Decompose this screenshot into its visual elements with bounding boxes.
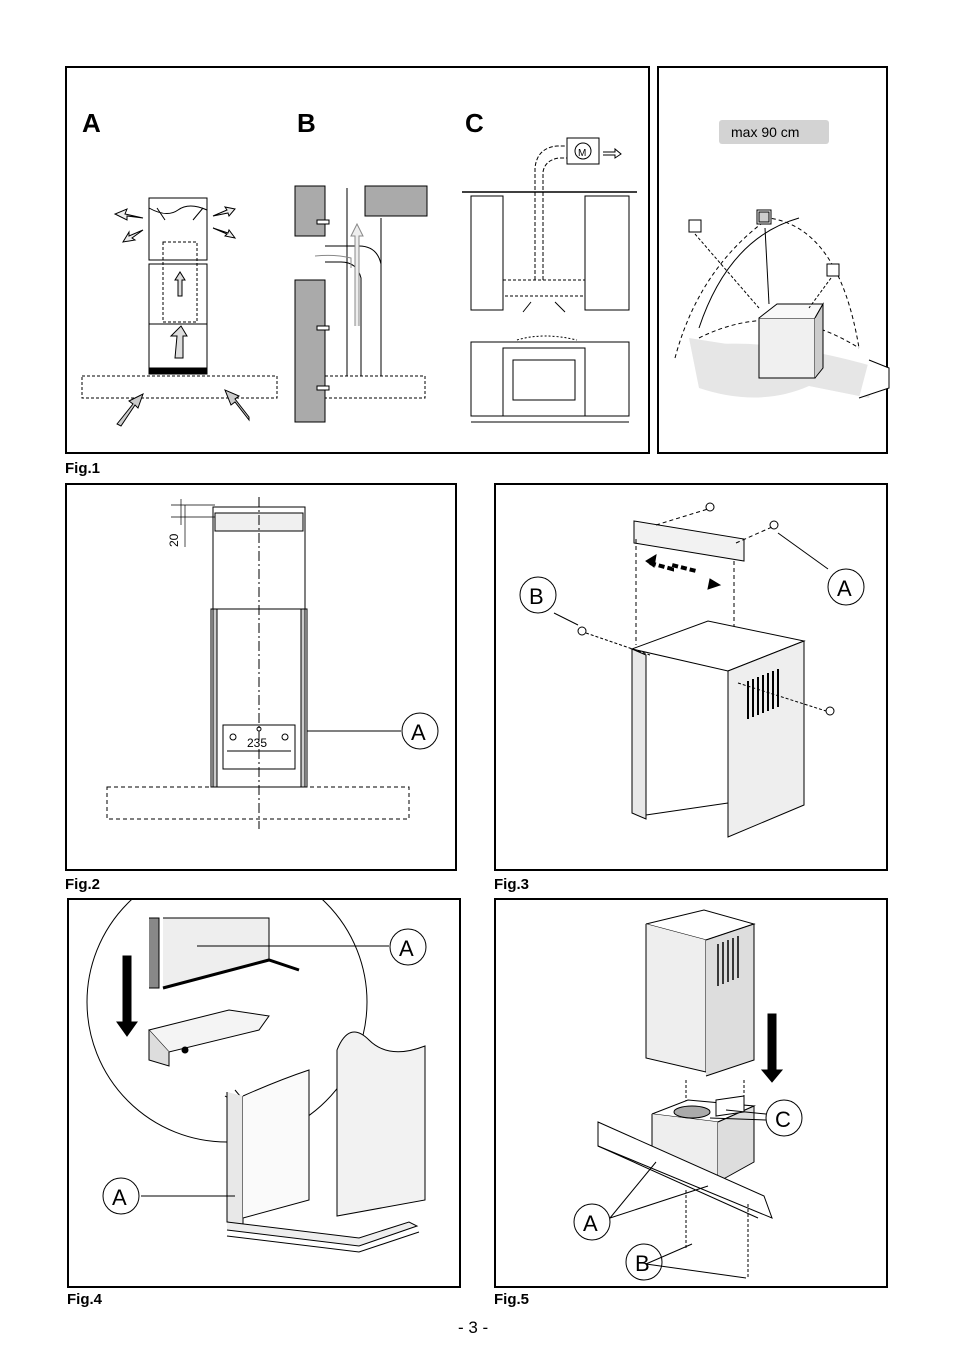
fig3-caption: Fig.3 bbox=[494, 876, 530, 893]
fig3-panel: A B bbox=[494, 483, 888, 871]
fig1-side-illustration: max 90 cm bbox=[674, 120, 890, 399]
fig2-illustration: 20 235 A bbox=[106, 497, 439, 829]
fig4-callout-bottom: A bbox=[112, 1185, 127, 1210]
fig3-callout-b: B bbox=[529, 584, 544, 609]
fig4-callout-top: A bbox=[399, 936, 414, 961]
fig4-panel: A A bbox=[67, 898, 461, 1288]
fig1-illustration: A B C bbox=[81, 108, 637, 427]
fig2-dim-holes: 235 bbox=[247, 736, 267, 750]
fig1-side-panel: max 90 cm bbox=[657, 66, 890, 454]
fig3-callout-a: A bbox=[837, 576, 852, 601]
fig1-wall-duct-diagram bbox=[294, 185, 428, 423]
fig5-callout-a: A bbox=[583, 1211, 598, 1236]
fig1-caption: Fig.1 bbox=[65, 460, 101, 477]
page-number: - 3 - bbox=[458, 1318, 489, 1337]
height-label: max 90 cm bbox=[731, 124, 799, 140]
fig2-callout-a: A bbox=[411, 720, 426, 745]
fig1-mode-b-label: B bbox=[297, 108, 316, 138]
fig4-illustration: A A bbox=[86, 900, 427, 1253]
fig5-callout-b: B bbox=[635, 1251, 650, 1276]
fig3-illustration: A B bbox=[519, 502, 865, 838]
fig1-panel: A B C bbox=[65, 66, 650, 454]
fig5-caption: Fig.5 bbox=[494, 1291, 530, 1308]
fig2-caption: Fig.2 bbox=[65, 876, 101, 893]
fig5-callout-c: C bbox=[775, 1107, 791, 1132]
fig4-caption: Fig.4 bbox=[67, 1291, 103, 1308]
fig1-external-motor-diagram: M bbox=[462, 137, 637, 423]
fig1-mode-a-label: A bbox=[82, 108, 101, 138]
fig2-dim-top: 20 bbox=[167, 533, 181, 547]
fig1-motor-label: M bbox=[578, 148, 586, 159]
fig1-mode-c-label: C bbox=[465, 108, 484, 138]
fig5-panel: A B C bbox=[494, 898, 888, 1288]
fig2-panel: 20 235 A bbox=[65, 483, 457, 871]
height-label-box bbox=[719, 120, 829, 144]
fig1-recirculation-diagram bbox=[81, 197, 278, 427]
fig5-illustration: A B C bbox=[573, 909, 803, 1281]
